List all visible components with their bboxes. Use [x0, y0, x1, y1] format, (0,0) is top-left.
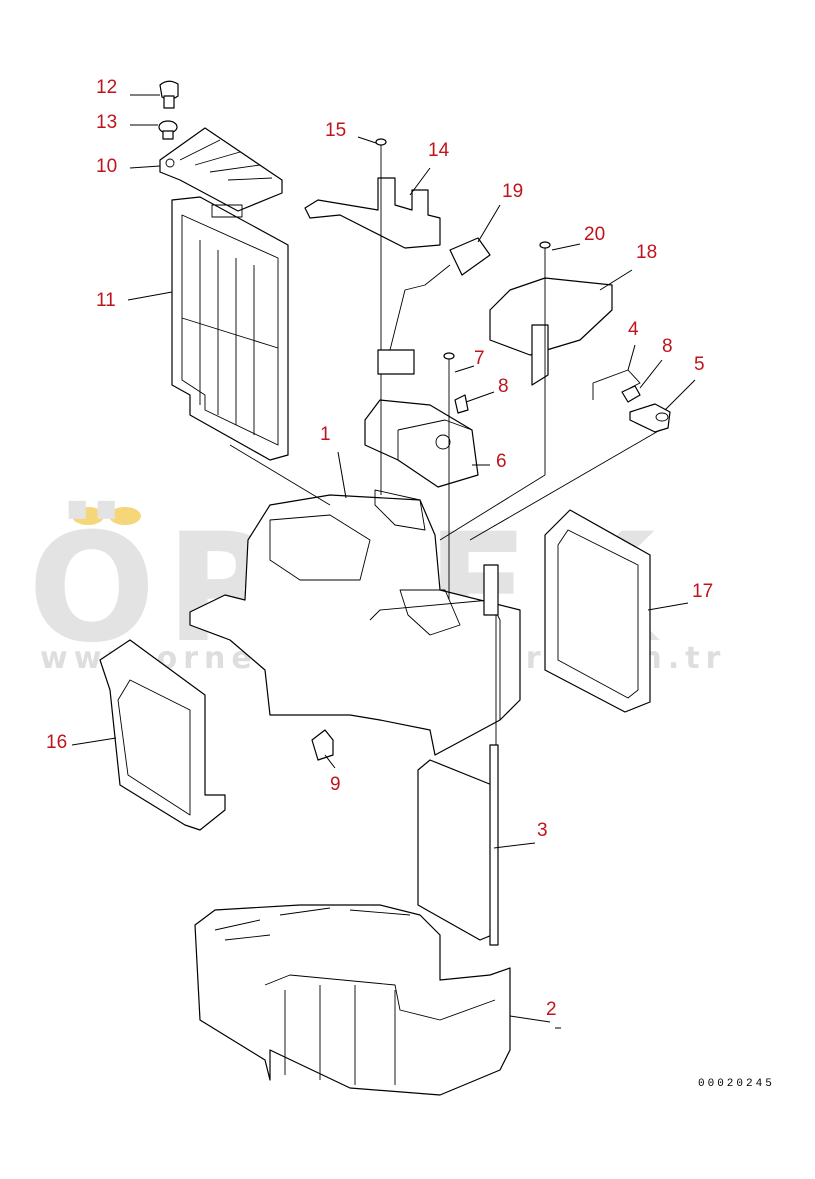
- part-cover-plate: [159, 127, 283, 212]
- callout-12: 12: [96, 77, 117, 98]
- callouts: 12 13 10 15 14 19 20 18 11 4 8 5 7 8 1 6…: [46, 77, 713, 1020]
- part-lever: [629, 403, 671, 433]
- watermark-dot-left: [72, 507, 104, 525]
- callout-8-right: 8: [662, 336, 673, 357]
- callout-6: 6: [496, 451, 507, 472]
- drawing-number: 00020245: [698, 1078, 775, 1090]
- part-screw-right: [539, 241, 551, 265]
- callout-5: 5: [694, 354, 705, 375]
- part-harness-connector: [377, 237, 491, 375]
- part-actuator: [364, 399, 479, 488]
- part-lower-housing: [194, 904, 511, 1096]
- watermark-dot-right: [109, 507, 141, 525]
- callout-17: 17: [692, 581, 713, 602]
- callout-16: 16: [46, 732, 67, 753]
- part-main-housing: [189, 489, 521, 756]
- callout-18: 18: [636, 242, 657, 263]
- part-screw-top: [375, 138, 387, 160]
- callout-19: 19: [502, 181, 523, 202]
- callout-8-left: 8: [498, 376, 509, 397]
- assembly-guide-lines: [229, 160, 661, 745]
- callout-11: 11: [96, 290, 116, 311]
- callout-20: 20: [584, 224, 605, 245]
- part-filter-frame: [171, 196, 289, 461]
- part-knob: [159, 80, 179, 109]
- callout-15: 15: [325, 120, 346, 141]
- callout-2: 2: [546, 999, 557, 1020]
- callout-4: 4: [628, 319, 639, 340]
- callout-1: 1: [320, 424, 331, 445]
- part-clip-right: [621, 385, 641, 403]
- callout-14: 14: [428, 140, 450, 161]
- part-seal-left: [99, 639, 226, 831]
- callout-9: 9: [330, 774, 341, 795]
- part-nut: [158, 120, 178, 140]
- part-seal-right: [544, 509, 651, 713]
- part-filter-element: [417, 744, 499, 946]
- callout-13: 13: [96, 112, 117, 133]
- part-small-clip: [311, 729, 334, 761]
- part-screw-mid: [443, 352, 455, 393]
- leader-lines: [71, 94, 696, 1029]
- callout-7: 7: [474, 348, 485, 369]
- part-bracket: [304, 177, 441, 249]
- part-shield-plate: [489, 277, 613, 386]
- part-clip-left: [454, 394, 469, 414]
- callout-3: 3: [537, 820, 548, 841]
- callout-10: 10: [96, 156, 117, 177]
